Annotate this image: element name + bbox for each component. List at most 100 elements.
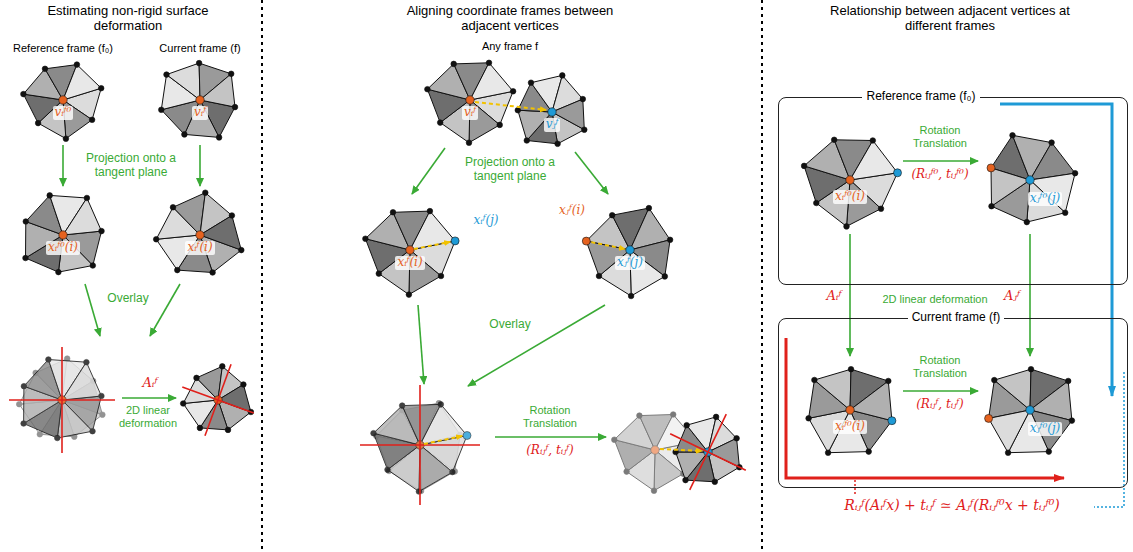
vertex-label: xᵢᶠ⁰(i)	[833, 190, 867, 204]
mesh-triangle	[850, 141, 898, 181]
mesh-vertex	[437, 120, 443, 126]
mesh-vertex	[21, 91, 27, 97]
mesh-vertex	[1065, 378, 1071, 384]
mesh-vertex	[1024, 219, 1030, 225]
mesh-vertex	[21, 421, 27, 427]
mesh-vertex	[848, 366, 854, 372]
mesh-vertex	[228, 71, 234, 77]
triangle-mesh	[16, 356, 105, 440]
mesh-vertex	[385, 467, 391, 473]
mesh-vertex	[989, 203, 995, 209]
mesh-vertex	[624, 469, 630, 475]
mesh-vertex	[450, 469, 456, 475]
vertex-label: xⱼᶠ(j)	[615, 256, 645, 270]
mesh-triangle	[1027, 180, 1065, 222]
mesh-vertex	[596, 273, 602, 279]
mesh-vertex	[992, 377, 998, 383]
step-arrow	[199, 145, 201, 186]
mesh-vertex	[84, 195, 90, 201]
step-label: 2D linear deformation	[882, 293, 987, 306]
mesh-triangle	[410, 211, 455, 250]
offset-arrow	[424, 436, 462, 444]
mesh-vertex	[175, 267, 181, 273]
step-label: Projection onto a tangent plane	[75, 152, 187, 180]
vertex-label: xᵢᶠ(j)	[471, 214, 500, 228]
vertex-label: xⱼᶠ⁰(j)	[1028, 422, 1063, 436]
mesh-vertex	[683, 477, 689, 483]
mesh-vertex	[801, 163, 807, 169]
mesh-vertex	[406, 246, 414, 254]
matrix-label: Aᵢᶠ	[142, 376, 157, 391]
mesh-vertex	[667, 237, 673, 243]
triangle-mesh	[23, 193, 105, 275]
mesh-vertex	[806, 416, 812, 422]
mesh-vertex	[229, 213, 235, 219]
mesh-vertex	[866, 449, 872, 455]
mesh-triangle	[676, 452, 708, 480]
mesh-vertex	[646, 205, 652, 211]
mesh-vertex	[55, 435, 61, 441]
mesh-vertex	[194, 375, 200, 381]
mesh-triangle	[470, 63, 513, 100]
mesh-vertex	[42, 66, 48, 72]
mesh-vertex	[239, 247, 245, 253]
triangle-mesh	[371, 402, 471, 495]
triangle-mesh	[180, 364, 253, 433]
frame-label: Current frame (f)	[159, 42, 240, 55]
step-arrow	[150, 284, 180, 336]
step-label: Overlay	[107, 292, 148, 306]
mesh-vertex	[210, 270, 216, 276]
step-label: Rotation Translation	[907, 354, 973, 379]
triangle-mesh	[985, 366, 1075, 455]
triangle-mesh	[582, 205, 673, 299]
mesh-triangle	[989, 410, 1030, 453]
transform-label: (Rᵢⱼᶠ, tᵢⱼᶠ)	[526, 444, 574, 458]
mesh-vertex	[524, 138, 530, 144]
mesh-triangle	[63, 65, 101, 100]
mesh-vertex	[580, 96, 586, 102]
vertex-label: xⱼᶠ⁰(j)	[1028, 192, 1063, 206]
mesh-vertex	[612, 437, 618, 443]
mesh-vertex	[427, 208, 433, 214]
mesh-vertex	[203, 190, 209, 196]
mesh-vertex	[425, 86, 431, 92]
step-label: 2D linear deformation	[115, 404, 181, 429]
offset-arrow	[414, 242, 450, 249]
vertex-label: vᵢᶠ	[192, 106, 208, 120]
mesh-triangle	[62, 362, 101, 400]
mesh-vertex	[180, 401, 186, 407]
frame-label: Any frame f	[482, 40, 538, 53]
mesh-vertex	[628, 293, 634, 299]
column-heading: Estimating non-rigid surface deformation	[12, 4, 244, 34]
step-arrow	[62, 145, 64, 186]
mesh-vertex	[59, 96, 67, 104]
mesh-vertex	[548, 108, 556, 116]
mesh-vertex	[371, 430, 377, 436]
mesh-vertex	[1072, 170, 1078, 176]
column-heading: Aligning coordinate frames between adjac…	[385, 4, 635, 34]
mesh-vertex	[582, 127, 588, 133]
mesh-vertex	[98, 85, 104, 91]
mesh-vertex	[90, 428, 96, 434]
mesh-vertex	[734, 436, 740, 442]
frame-axis	[61, 347, 63, 453]
step-arrow	[903, 390, 978, 392]
mesh-vertex	[21, 383, 27, 389]
mesh-vertex	[1046, 449, 1052, 455]
triangle-mesh	[153, 190, 244, 275]
mesh-vertex	[825, 450, 831, 456]
vertex-label: vᵢᶠ	[462, 106, 478, 120]
vertex-label: xᵢᶠ(i)	[395, 256, 424, 270]
mesh-vertex	[560, 73, 566, 79]
mesh-vertex	[406, 292, 412, 298]
column-separator	[261, 0, 263, 552]
mesh-vertex	[23, 219, 29, 225]
mesh-vertex	[684, 422, 690, 428]
mesh-vertex	[16, 401, 22, 407]
mesh-vertex	[497, 122, 503, 128]
mesh-vertex	[232, 104, 238, 110]
step-arrow	[85, 284, 100, 336]
mesh-vertex	[878, 206, 884, 212]
step-arrow	[468, 305, 605, 386]
mesh-vertex	[846, 176, 854, 184]
